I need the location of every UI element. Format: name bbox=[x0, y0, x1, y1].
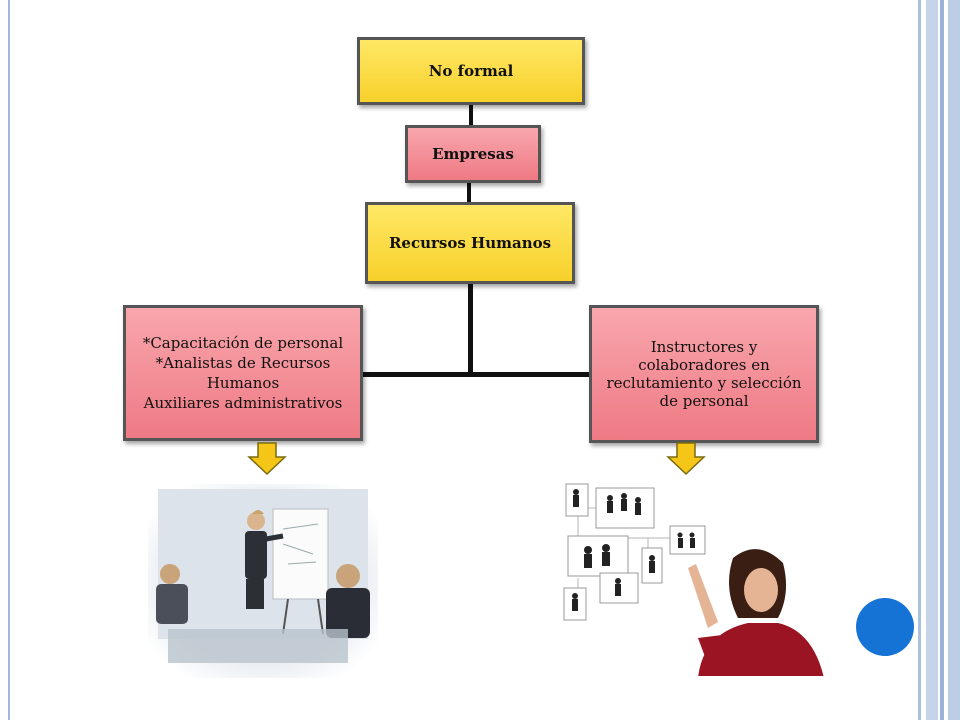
node-capacitacion-line-3: Humanos bbox=[206, 374, 280, 392]
node-capacitacion-line-2: *Analistas de Recursos bbox=[155, 354, 331, 372]
connector-empresas-rrhh bbox=[467, 182, 471, 204]
slide-border-right bbox=[918, 0, 960, 720]
node-instructores-line-3: reclutamiento y selección bbox=[606, 374, 802, 392]
node-capacitacion-line-4: Auxiliares administrativos bbox=[143, 394, 343, 412]
node-no-formal-label: No formal bbox=[428, 62, 514, 80]
node-recursos-humanos: Recursos Humanos bbox=[365, 202, 575, 284]
node-instructores-line-4: de personal bbox=[659, 392, 749, 410]
node-no-formal: No formal bbox=[357, 37, 585, 105]
node-instructores-line-1: Instructores y bbox=[650, 338, 758, 356]
connector-horizontal bbox=[360, 372, 592, 377]
node-recursos-humanos-label: Recursos Humanos bbox=[388, 234, 552, 252]
training-meeting-photo bbox=[148, 484, 378, 678]
node-capacitacion: *Capacitación de personal *Analistas de … bbox=[123, 305, 363, 441]
connector-root-empresas bbox=[469, 104, 473, 128]
node-capacitacion-line-1: *Capacitación de personal bbox=[142, 334, 344, 352]
down-arrow-icon bbox=[247, 442, 287, 476]
node-empresas: Empresas bbox=[405, 125, 541, 183]
node-instructores-line-2: colaboradores en bbox=[638, 356, 770, 374]
down-arrow-icon bbox=[666, 442, 706, 476]
accent-circle-icon bbox=[856, 598, 914, 656]
slide-border-left bbox=[8, 0, 10, 720]
node-instructores: Instructores y colaboradores en reclutam… bbox=[589, 305, 819, 443]
connector-rrhh-down bbox=[468, 284, 473, 376]
node-empresas-label: Empresas bbox=[432, 145, 514, 163]
woman-touching-network-photo bbox=[558, 478, 824, 676]
